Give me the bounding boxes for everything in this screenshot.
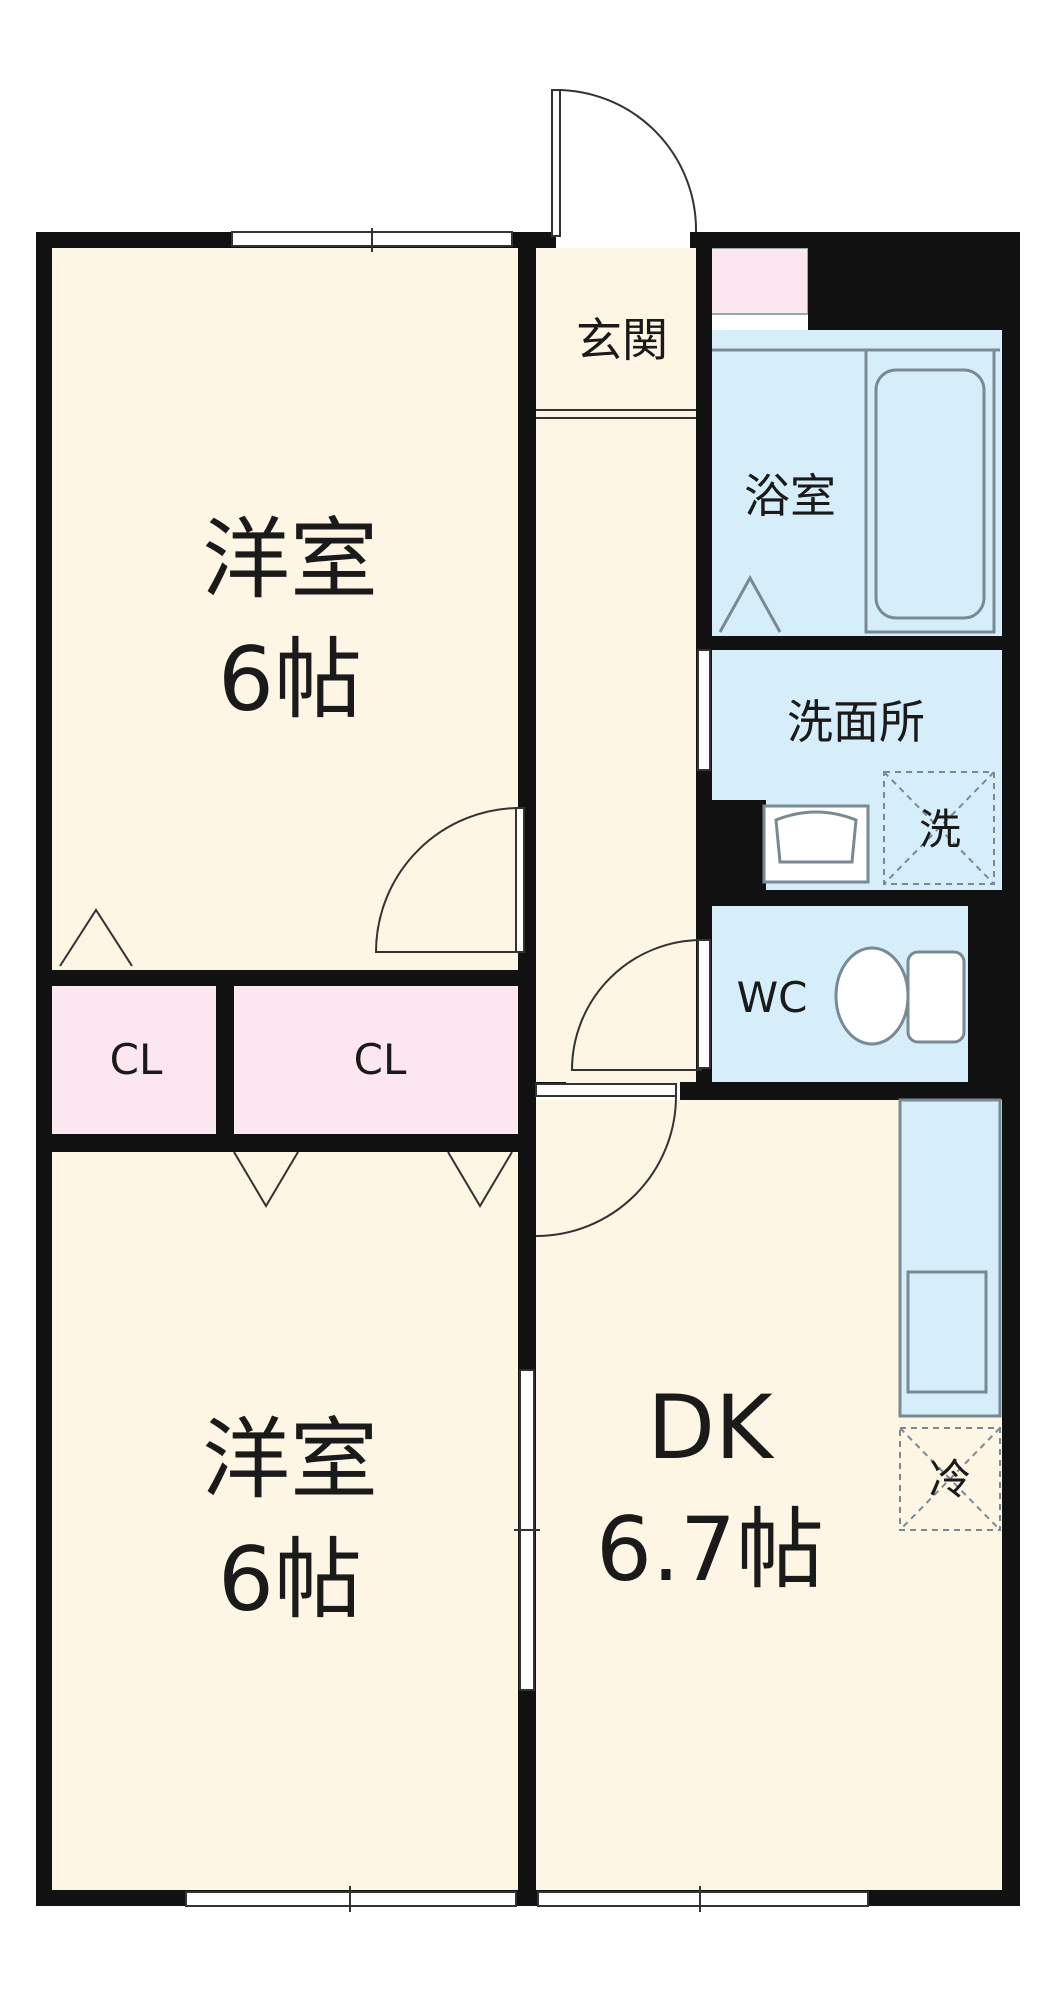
bath-label: 浴室 [744, 469, 836, 523]
washer-space [883, 771, 995, 885]
bathtub [864, 348, 996, 634]
closet-right-label: CL [354, 1035, 407, 1084]
western-room-lower-floor [52, 1152, 524, 1890]
closet-left-floor [52, 986, 216, 1134]
fridge-space [899, 1427, 1001, 1531]
bath-closet-mark [718, 574, 782, 633]
western-room-upper-floor [52, 248, 524, 974]
dk-size: 6.7帖 [596, 1498, 824, 1601]
doors [374, 89, 711, 1237]
front-door-swing [555, 89, 698, 233]
windows [185, 228, 869, 1912]
kitchen-counter [898, 1098, 1002, 1418]
washroom-label: 洗面所 [787, 695, 925, 749]
western-room-lower-name: 洋室 [202, 1408, 378, 1511]
entrance-label: 玄関 [576, 313, 668, 367]
shoe-box [705, 247, 809, 315]
front-door-leaf [551, 89, 561, 237]
wc-label: WC [737, 973, 808, 1022]
dk-name: DK [647, 1376, 775, 1479]
closet-right-floor [234, 986, 524, 1134]
fridge-symbol: 冷 [929, 1455, 971, 1504]
entrance-floor [536, 248, 706, 418]
western-room-upper-size: 6帖 [218, 628, 362, 731]
western-room-upper-name: 洋室 [202, 508, 378, 611]
western-room-lower-size: 6帖 [218, 1528, 362, 1631]
toilet [834, 946, 966, 1046]
sink [762, 804, 870, 884]
closet-left-label: CL [110, 1035, 163, 1084]
washer-symbol: 洗 [919, 805, 961, 854]
closet-door-marks [59, 908, 513, 1208]
